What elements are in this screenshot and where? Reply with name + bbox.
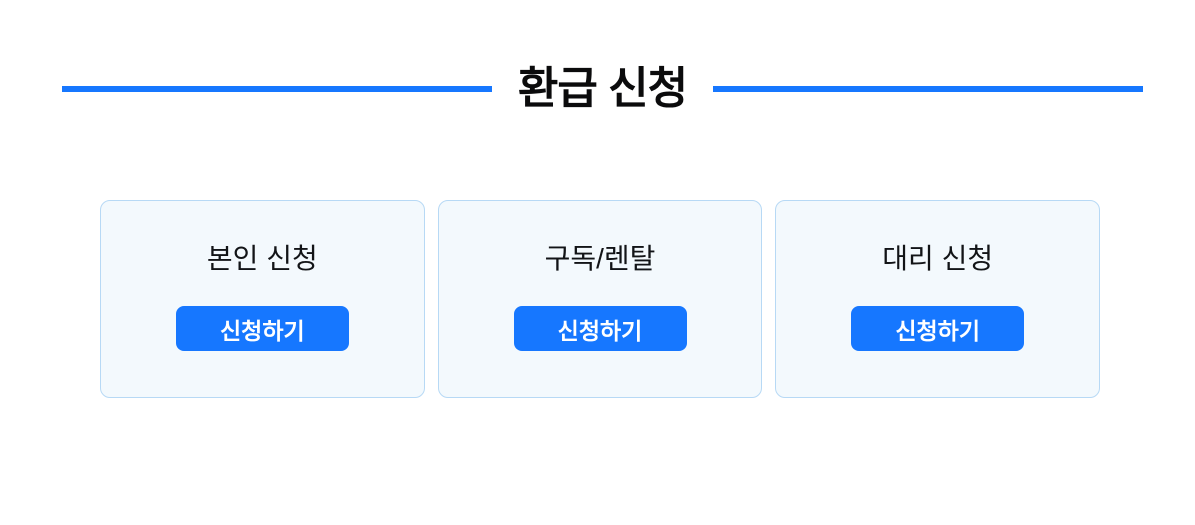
card-title-subscription-rental: 구독/렌탈	[544, 243, 656, 274]
page-title: 환급 신청	[517, 64, 688, 113]
card-proxy-application: 대리 신청 신청하기	[775, 200, 1101, 398]
apply-button-self-application[interactable]: 신청하기	[175, 306, 349, 351]
divider-line-right	[713, 86, 1143, 92]
application-cards: 본인 신청 신청하기 구독/렌탈 신청하기 대리 신청 신청하기	[100, 200, 1101, 398]
apply-button-proxy-application[interactable]: 신청하기	[851, 306, 1025, 351]
section-header: 환급 신청	[62, 64, 1143, 113]
refund-application-page: 환급 신청 본인 신청 신청하기 구독/렌탈 신청하기 대리 신청 신청하기	[0, 64, 1195, 525]
card-subscription-rental: 구독/렌탈 신청하기	[437, 200, 763, 398]
divider-line-left	[62, 86, 492, 92]
card-title-proxy-application: 대리 신청	[882, 243, 994, 274]
card-title-self-application: 본인 신청	[206, 243, 318, 274]
card-self-application: 본인 신청 신청하기	[100, 200, 425, 398]
apply-button-subscription-rental[interactable]: 신청하기	[513, 306, 687, 351]
